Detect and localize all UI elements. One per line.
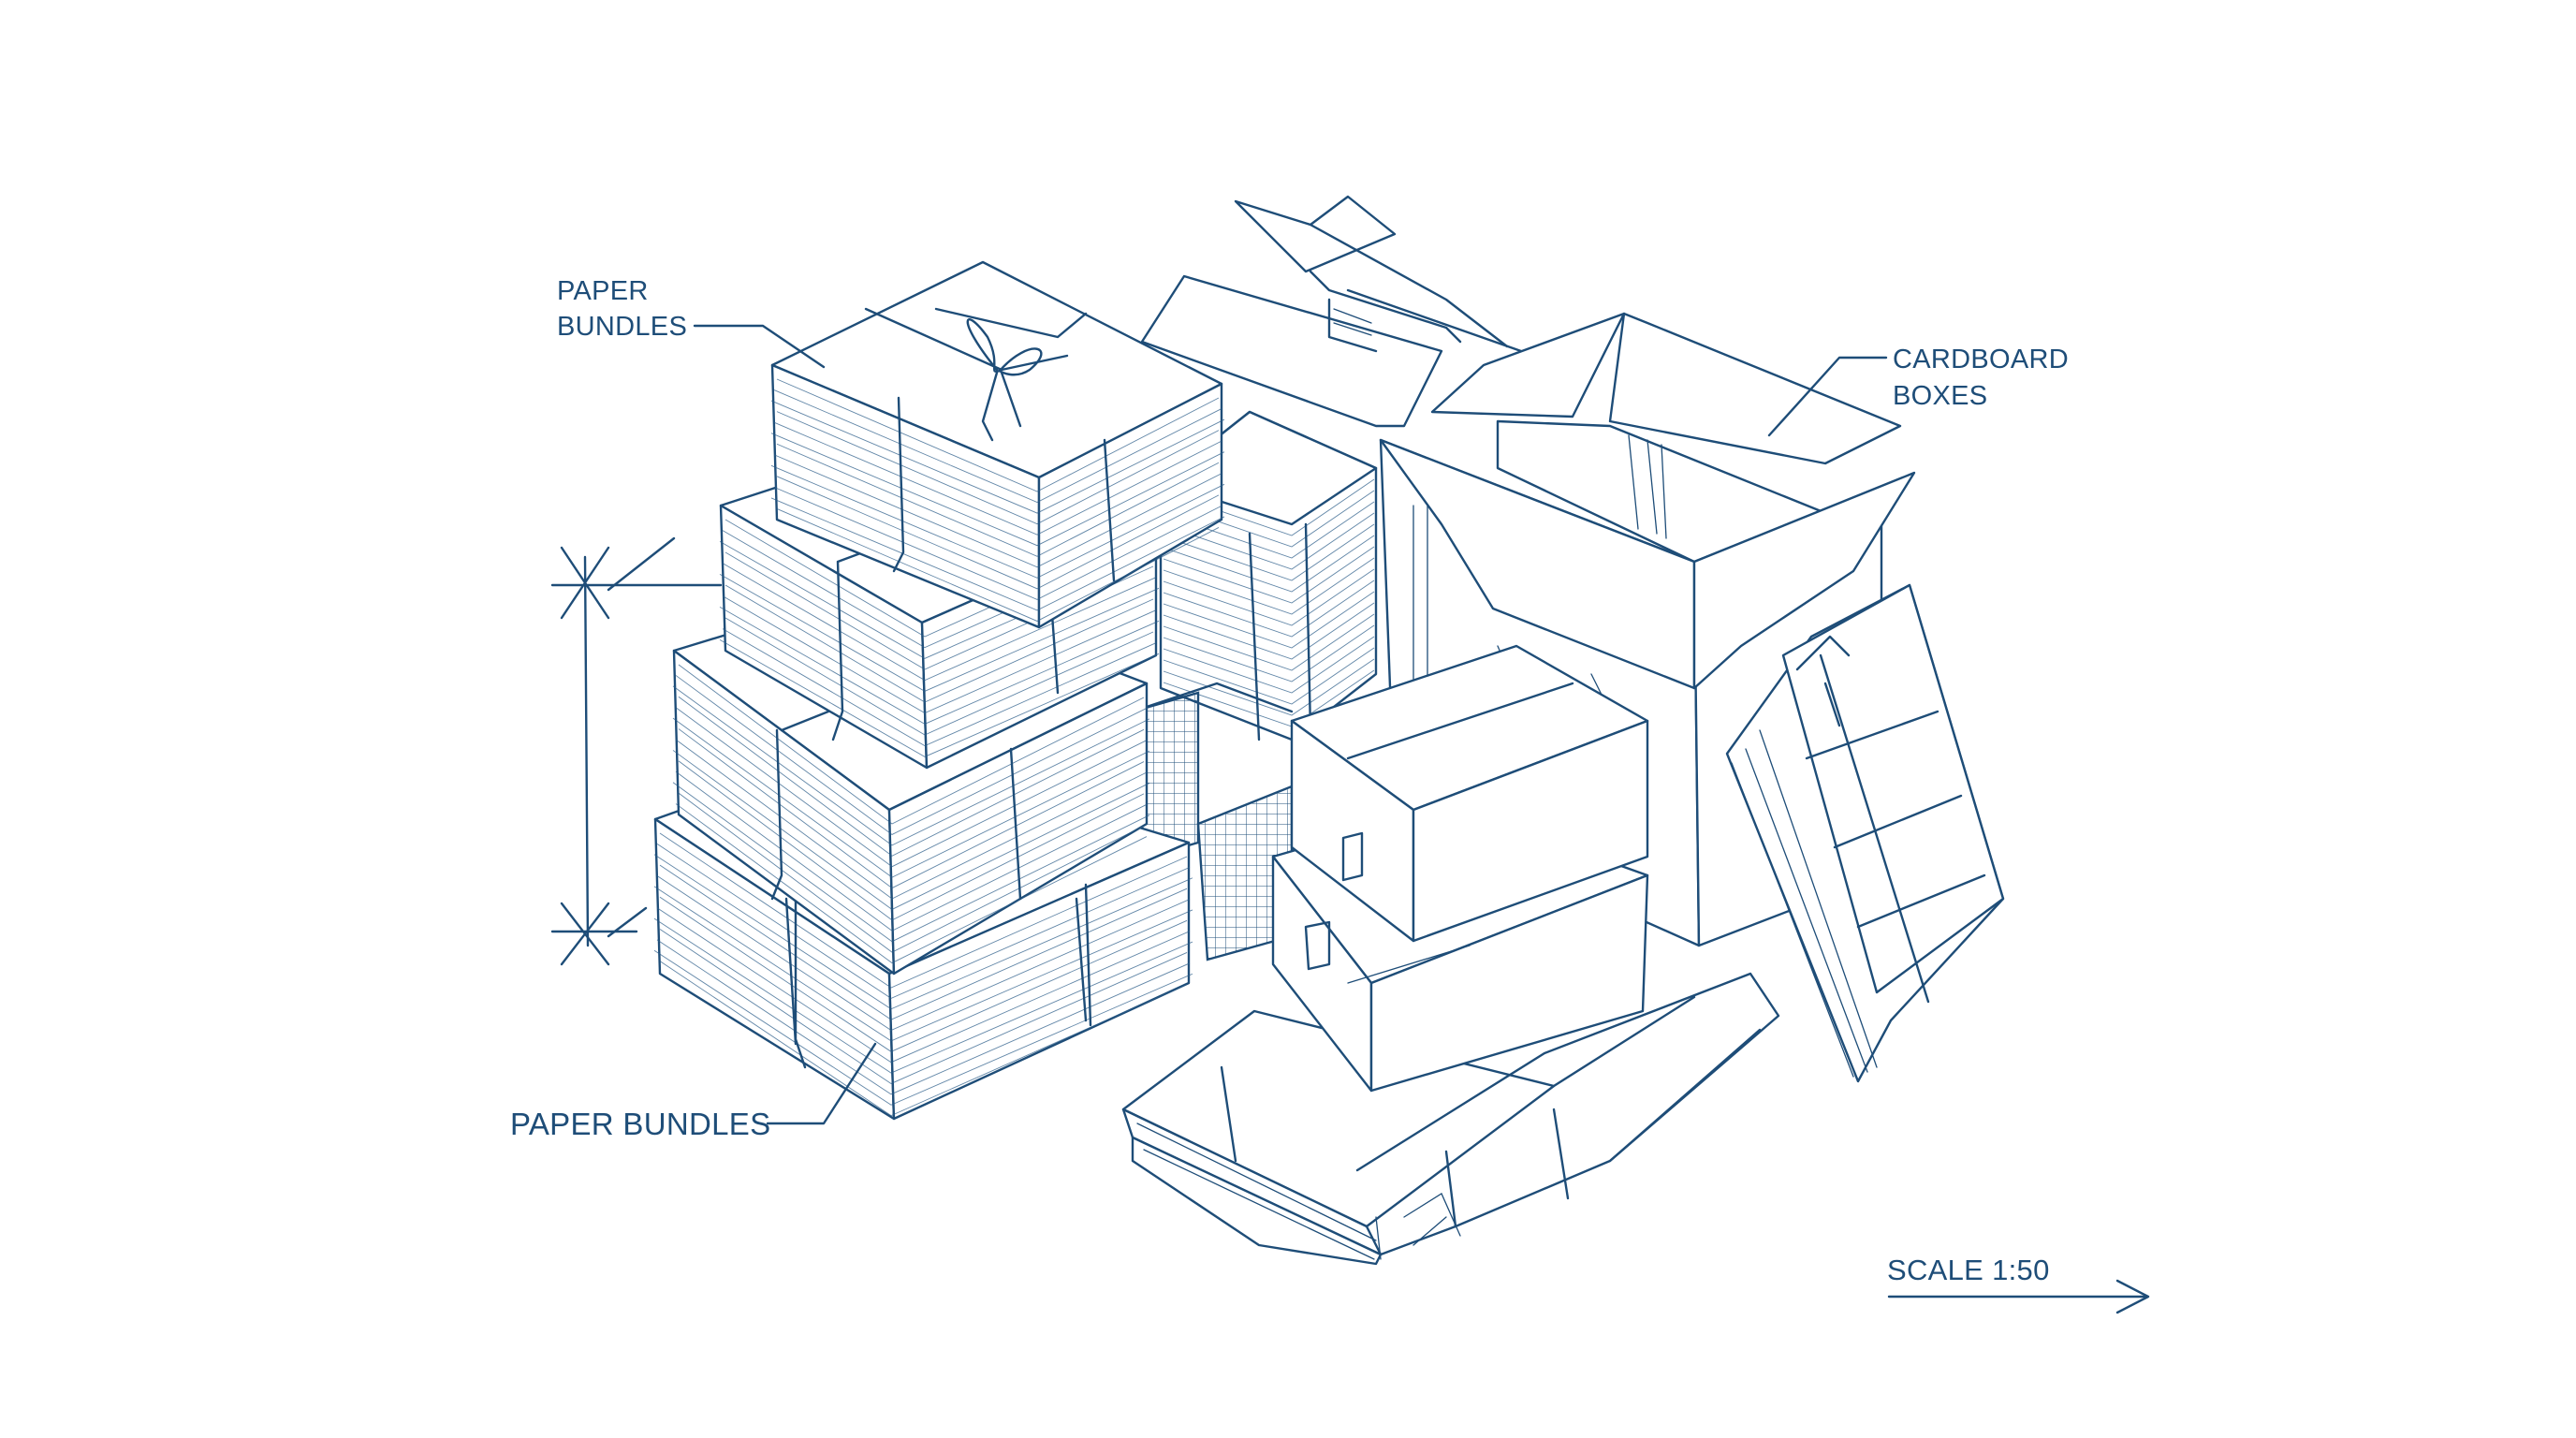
paper-bundle-top: [770, 260, 1225, 629]
label-paper-bundles-bottom: PAPER BUNDLES: [510, 1107, 770, 1141]
leader-line-cardboard-boxes: [1767, 356, 1888, 437]
scale-arrow: [1887, 1279, 2150, 1314]
label-paper-bundles-top-line2: BUNDLES: [557, 312, 687, 342]
label-scale: SCALE 1:50: [1887, 1254, 2050, 1286]
label-cardboard-boxes-line2: BOXES: [1893, 381, 1987, 411]
leader-line-paper-bundles-top: [693, 324, 826, 369]
dimension-line: [550, 536, 723, 966]
closed-box-top: [1290, 644, 1649, 943]
label-cardboard-boxes-line1: CARDBOARD: [1893, 345, 2069, 374]
leaning-flat-boxes: [1725, 583, 2005, 1083]
leader-line-paper-bundles-bottom: [766, 1042, 877, 1125]
open-box-back: [1140, 195, 1537, 428]
label-paper-bundles-top-line1: PAPER: [557, 276, 649, 306]
